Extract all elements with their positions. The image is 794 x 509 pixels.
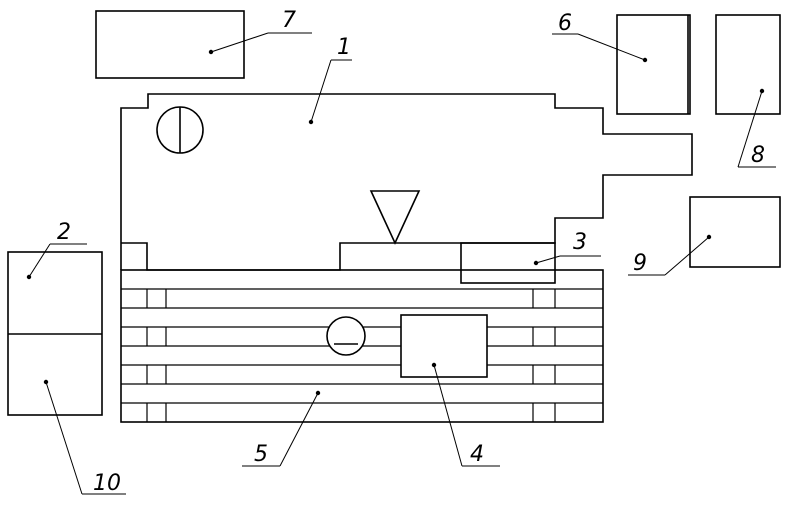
leader-4	[433, 364, 463, 467]
label-9: 9	[633, 251, 647, 276]
label-8: 8	[751, 143, 765, 168]
box-9	[689, 196, 781, 268]
leader-1	[310, 59, 332, 123]
base-right-posts	[532, 289, 556, 422]
leader-7	[210, 32, 269, 53]
leader-10	[45, 381, 83, 495]
label-4: 4	[470, 442, 484, 467]
machine-body-1	[120, 93, 693, 271]
label-10: 10	[93, 471, 121, 496]
label-6: 6	[558, 11, 572, 36]
label-5: 5	[254, 442, 268, 467]
leader-3	[535, 255, 561, 264]
box-8	[715, 14, 781, 115]
leader-6	[577, 33, 646, 61]
label-7: 7	[282, 8, 296, 33]
box-7	[95, 10, 245, 79]
label-1: 1	[337, 35, 351, 60]
triangle-down-icon	[369, 190, 421, 245]
leader-9	[664, 236, 710, 276]
base-left-posts	[146, 289, 167, 422]
label-3: 3	[573, 230, 587, 255]
dial-horizontal-icon	[326, 316, 366, 356]
leader-5	[279, 392, 319, 467]
box-3	[460, 242, 556, 284]
box-6	[616, 14, 691, 115]
box-4	[400, 314, 488, 378]
leader-8	[737, 90, 763, 168]
label-2: 2	[57, 220, 71, 245]
leader-2	[28, 243, 51, 278]
